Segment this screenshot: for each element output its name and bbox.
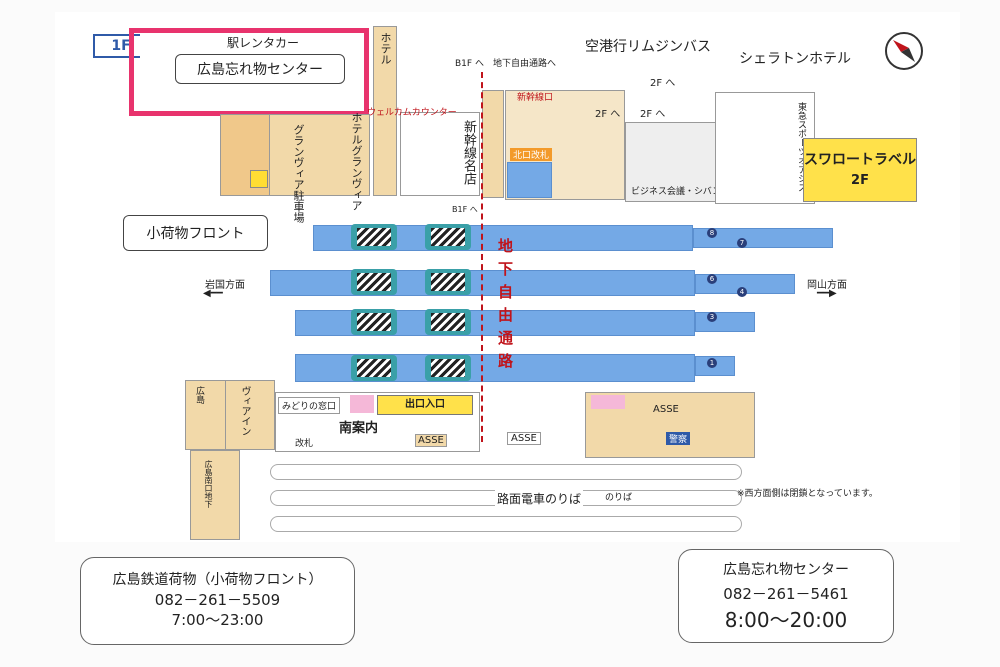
shinkansen-exit: 新幹線口	[517, 93, 554, 103]
iwakuni-direction: 岩国方面	[205, 280, 245, 291]
parcel-hours: 7:00〜23:00	[171, 611, 264, 629]
exit-entrance[interactable]: 出口入口	[377, 395, 473, 415]
to-2f-a: 2F へ	[650, 78, 676, 89]
pink-area	[350, 395, 374, 413]
north-gate-area	[507, 162, 552, 198]
tram-stop: 路面電車のりば	[495, 490, 584, 507]
okayama-direction: 岡山方面	[807, 280, 847, 291]
stairs-icon	[351, 309, 397, 335]
parcel-phone: 082－261－5509	[154, 591, 281, 609]
info-box-lost-found: 広島忘れ物センター 082－261－5461 8:00〜20:00	[678, 549, 894, 643]
platform-number: 1	[707, 358, 717, 368]
parcel-marker	[250, 170, 268, 188]
sports-oasis: 東急スポーツオアシス	[796, 102, 806, 192]
stairs-icon	[351, 224, 397, 250]
closure-note: ※西方面側は閉鎖となっています。	[737, 489, 878, 499]
shinkansen-shop: 新幹線名店	[461, 120, 476, 185]
kaisatsu: 改札	[295, 439, 314, 449]
hotel-block	[373, 26, 397, 196]
platform-number: 3	[707, 312, 717, 322]
granvia-parking: グランヴィア駐車場	[292, 124, 305, 223]
station-rentacar: 駅レンタカー	[227, 36, 300, 50]
north-gate: 北口改札	[510, 148, 553, 161]
tram-track	[270, 516, 742, 532]
lost-found-label[interactable]: 広島忘れ物センター	[175, 54, 345, 84]
midori-window: みどりの窓口	[278, 397, 341, 414]
stairs-icon	[425, 224, 471, 250]
passage-dashed-line	[481, 72, 483, 442]
south-west-building	[190, 450, 240, 540]
granvia-text: ホテルグランヴィア	[350, 112, 363, 211]
info-box-parcel: 広島鉄道荷物（小荷物フロント） 082－261－5509 7:00〜23:00	[80, 557, 355, 645]
asse-c: ASSE	[653, 404, 679, 415]
swallow-travel-name: スワロートラベル	[804, 152, 916, 168]
small-parcel-front[interactable]: 小荷物フロント	[123, 215, 268, 251]
parcel-name: 広島鉄道荷物（小荷物フロント）	[112, 572, 323, 588]
south-pink	[591, 395, 625, 409]
hiroshima-label: 広島	[194, 386, 204, 404]
south-building: 広島南口地下	[204, 460, 213, 508]
arrow-right-icon: ━━▶	[817, 288, 837, 299]
underground-passage: 地下自由通路	[496, 238, 514, 376]
b1f-label: B1F へ	[452, 205, 478, 214]
arrow-left-icon: ◀━━	[203, 288, 223, 299]
platform-number: 7	[737, 238, 747, 248]
stairs-icon	[425, 269, 471, 295]
platform-number: 4	[737, 287, 747, 297]
noriba: のりば	[605, 493, 633, 503]
shop-strip	[482, 90, 504, 198]
welcome-counter: ウェルカムカウンター	[367, 108, 457, 118]
b1f-free-passage: B1F へ 地下自由通路へ	[455, 59, 556, 69]
to-2f-b: 2F へ	[595, 109, 621, 120]
platform-1b	[693, 228, 833, 248]
lost-found-name: 広島忘れ物センター	[723, 562, 849, 578]
stairs-icon	[351, 269, 397, 295]
lost-found-phone: 082－261－5461	[723, 585, 849, 603]
stairs-icon	[425, 309, 471, 335]
station-map: 1F 駅レンタカー 広島忘れ物センター ホテル グランヴィア駐車場 ホテルグラン…	[55, 12, 960, 542]
airport-limousine: 空港行リムジンバス	[585, 39, 711, 55]
hotel-text: ホテル	[379, 32, 392, 65]
swallow-travel-floor: 2F	[851, 173, 869, 188]
central-block	[400, 112, 480, 196]
platform-number: 8	[707, 228, 717, 238]
platform-3b	[695, 312, 755, 332]
compass-icon	[885, 32, 923, 70]
south-strip	[225, 380, 275, 450]
stairs-icon	[351, 355, 397, 381]
to-2f-c: 2F へ	[640, 109, 666, 120]
lost-found-hours: 8:00〜20:00	[724, 608, 848, 632]
platform-number: 6	[707, 274, 717, 284]
swallow-travel-box[interactable]: スワロートラベル 2F	[803, 138, 917, 202]
south-info: 南案内	[339, 421, 379, 436]
business-lounge: ビジネス会議・シバング・専用ラウンジ	[631, 187, 794, 197]
via-inn: ヴィアイン	[239, 386, 250, 436]
highlight-lost-found	[129, 28, 369, 116]
sheraton: シェラトンホテル	[739, 51, 851, 67]
asse-a: ASSE	[415, 434, 447, 447]
asse-b: ASSE	[507, 432, 541, 445]
police: 警察	[666, 432, 691, 445]
tram-track	[270, 464, 742, 480]
stairs-icon	[425, 355, 471, 381]
